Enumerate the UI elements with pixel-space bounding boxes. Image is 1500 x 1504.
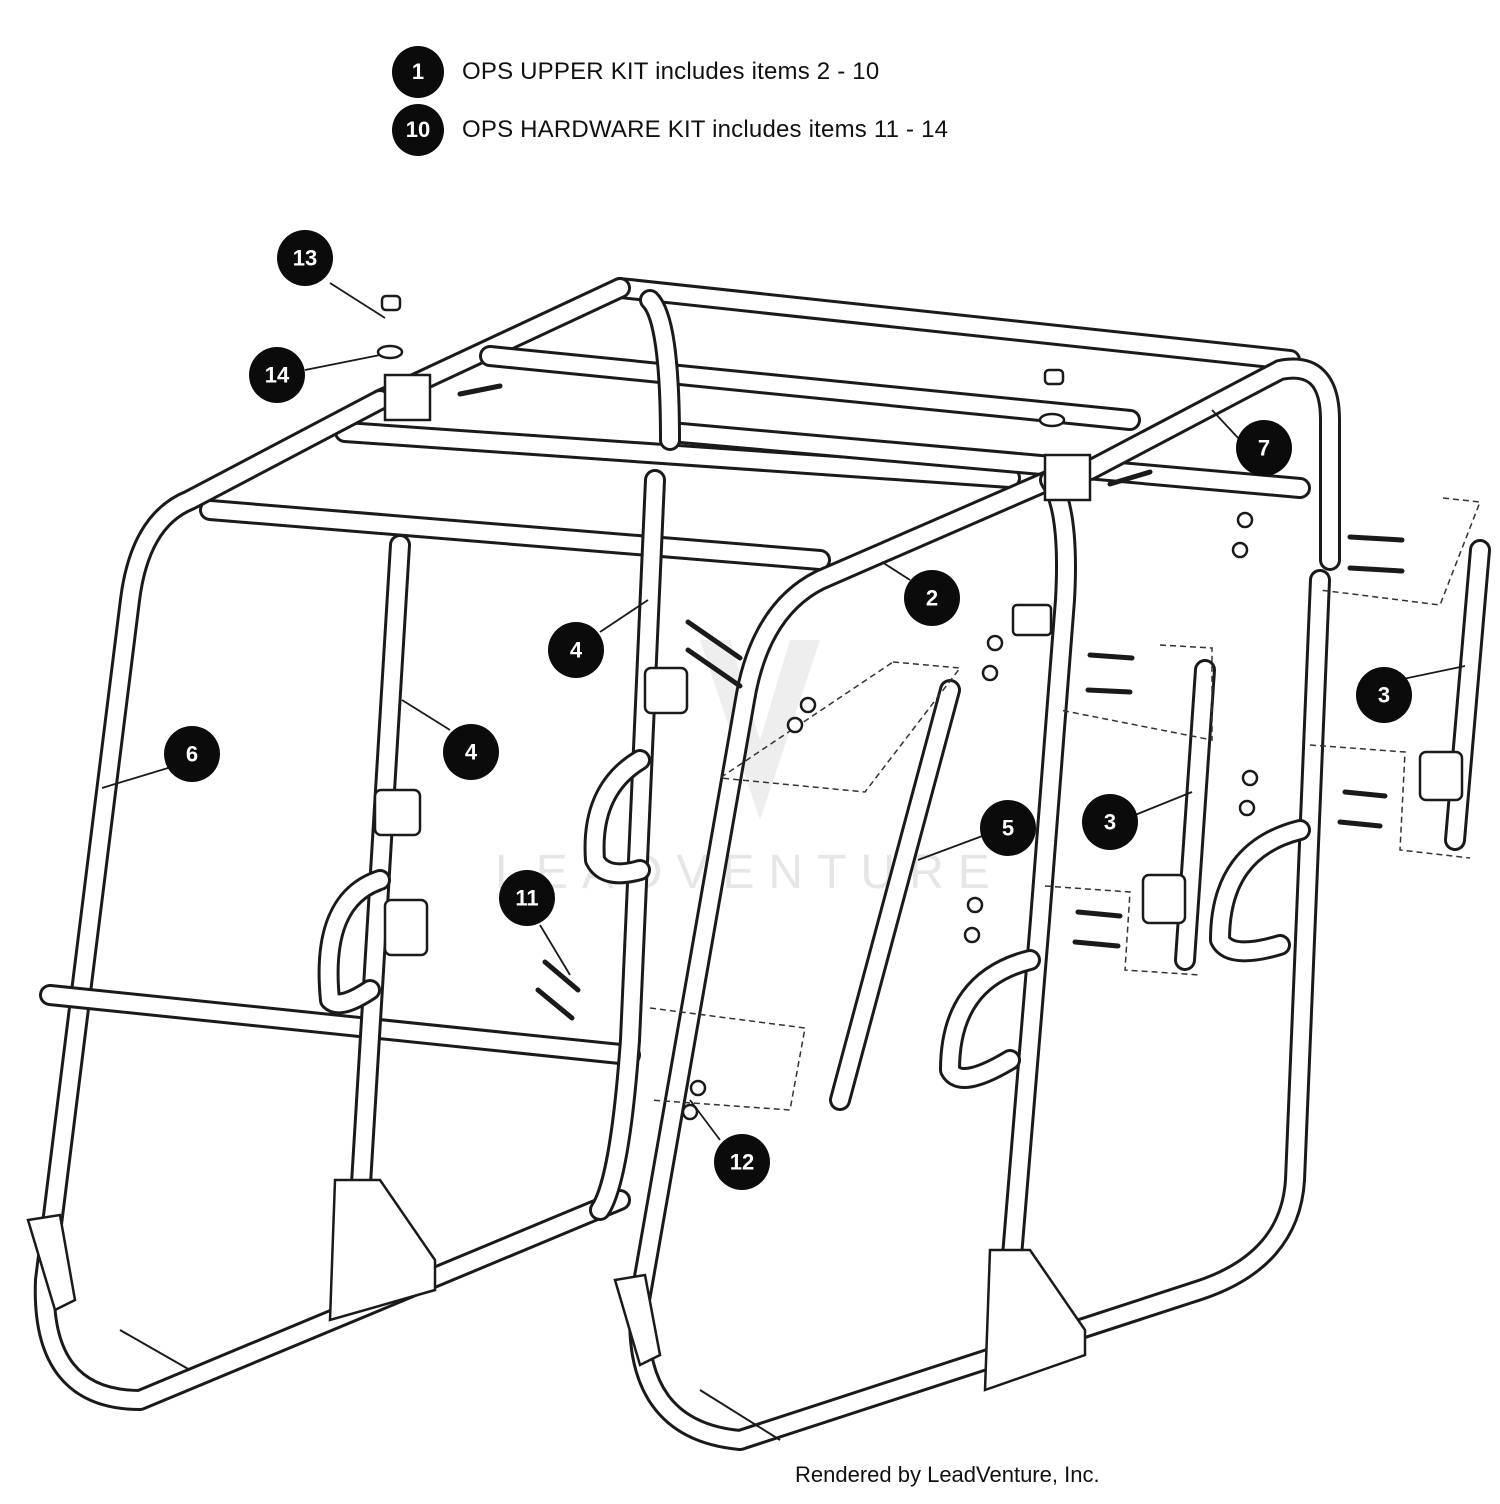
- callout-11: 11: [499, 870, 555, 926]
- callout-4-lower: 4: [443, 724, 499, 780]
- callout-14: 14: [249, 347, 305, 403]
- svg-text:13: 13: [293, 246, 317, 271]
- right-frame: [613, 469, 1491, 1451]
- callout-7: 7: [1236, 420, 1292, 476]
- legend-item-hardware-kit: 10 OPS HARDWARE KIT includes items 11 - …: [392, 104, 948, 156]
- callout-12: 12: [714, 1134, 770, 1190]
- callout-3-right: 3: [1356, 667, 1412, 723]
- hardware-bolts: [376, 294, 1405, 1121]
- dashed-reference-regions: [649, 497, 1482, 1111]
- svg-text:4: 4: [465, 740, 478, 765]
- svg-text:3: 3: [1378, 683, 1390, 708]
- render-credit: Rendered by LeadVenture, Inc.: [795, 1462, 1100, 1487]
- callout-5: 5: [980, 800, 1036, 856]
- svg-text:4: 4: [570, 638, 583, 663]
- callout-13: 13: [277, 230, 333, 286]
- svg-text:2: 2: [926, 586, 938, 611]
- legend-text: OPS HARDWARE KIT includes items 11 - 14: [462, 116, 949, 143]
- legend-text: OPS UPPER KIT includes items 2 - 10: [462, 58, 880, 85]
- watermark-text: LEADVENTURE: [495, 846, 1004, 899]
- svg-text:6: 6: [186, 742, 198, 767]
- legend-badge: 1: [392, 46, 444, 98]
- callout-2: 2: [904, 570, 960, 626]
- svg-text:11: 11: [515, 886, 538, 911]
- callout-3-middle: 3: [1082, 794, 1138, 850]
- svg-text:3: 3: [1104, 810, 1116, 835]
- legend-item-upper-kit: 1 OPS UPPER KIT includes items 2 - 10: [392, 46, 879, 98]
- svg-text:12: 12: [730, 1150, 754, 1175]
- svg-text:14: 14: [265, 363, 290, 388]
- callout-leaders: [101, 282, 1466, 1141]
- svg-text:5: 5: [1002, 816, 1014, 841]
- left-frame: [26, 389, 689, 1411]
- legend-badge: 10: [392, 104, 444, 156]
- callout-6: 6: [164, 726, 220, 782]
- callout-4-upper: 4: [548, 622, 604, 678]
- svg-text:7: 7: [1258, 436, 1270, 461]
- roof-frame: [199, 277, 1341, 571]
